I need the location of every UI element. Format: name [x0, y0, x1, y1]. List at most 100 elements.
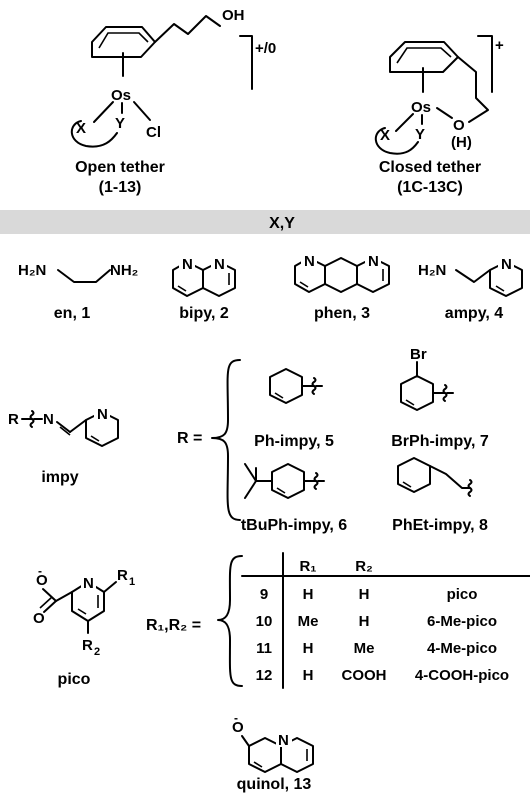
phen-n1: N	[304, 253, 315, 270]
closed-tether-chain	[457, 56, 489, 123]
pico-dbl-1	[77, 608, 87, 615]
sub-ph: Ph-impy, 5	[254, 368, 334, 450]
impy-r-equals: R =	[177, 430, 202, 447]
closed-os-label: Os	[411, 99, 431, 116]
table-header-r2: R₂	[355, 558, 373, 575]
brph-impy-label: BrPh-impy, 7	[391, 433, 489, 450]
open-charge-bracket	[239, 35, 253, 90]
closed-x-label: X	[380, 127, 390, 144]
bipy-n1: N	[182, 256, 193, 273]
phet-impy-label: PhEt-impy, 8	[392, 517, 488, 534]
impy-r-wavy	[29, 410, 35, 428]
pico-r1-sub: 1	[129, 576, 135, 588]
table-row-id: 9	[260, 586, 268, 603]
table-row-r1: H	[303, 586, 314, 603]
tbuph-impy-label: tBuPh-impy, 6	[241, 517, 347, 534]
pico-o-minus: O	[36, 572, 48, 589]
open-os-label: Os	[111, 87, 131, 104]
pico-o: O	[33, 610, 45, 627]
table-row-name: 4-COOH-pico	[415, 667, 509, 684]
open-os-cl-bond	[133, 101, 151, 121]
open-cl-label: Cl	[146, 124, 161, 141]
tbuph-ring	[271, 463, 305, 499]
brph-br: Br	[410, 346, 427, 363]
table-header-r1: R₁	[299, 558, 316, 575]
phen-n2: N	[368, 253, 379, 270]
table-row-id: 12	[256, 667, 273, 684]
ligand-ampy: H₂N N ampy, 4	[418, 255, 523, 322]
closed-h-label: (H)	[451, 134, 472, 151]
table-row-r1: H	[303, 640, 314, 657]
closed-tether-name: Closed tether	[379, 159, 481, 176]
tbu-me-1	[244, 463, 257, 482]
tbuph-wavy	[313, 472, 319, 490]
pico-c-ring	[55, 591, 73, 602]
tbuph-dbl	[276, 487, 286, 494]
ligand-quinol: O - N quinol, 13	[232, 711, 314, 793]
closed-xy-chelate-arc	[374, 127, 419, 155]
phen-n2-bg	[365, 252, 381, 268]
pico-r1-bond	[103, 581, 117, 593]
table-row-id: 10	[256, 613, 273, 630]
ligand-bipy: N N bipy, 2	[172, 255, 236, 322]
phet-dbl	[402, 481, 412, 488]
ampy-n: N	[501, 256, 512, 273]
brph-ring	[400, 375, 434, 411]
pico-r2-sub: 2	[94, 646, 100, 658]
impy-n-bg	[94, 405, 110, 421]
ampy-n-bg	[498, 255, 514, 271]
bipy-dbl-1	[177, 285, 187, 292]
bipy-n2-bg	[211, 255, 227, 271]
open-tether-chain	[154, 15, 221, 43]
impy-pyridine-n: N	[97, 406, 108, 423]
quinol-o: O	[232, 719, 244, 736]
pico-co-dbl-2	[39, 596, 53, 609]
phet-wavy	[467, 479, 473, 497]
phen-n1-bg	[301, 252, 317, 268]
pico-co-dbl-1	[43, 600, 57, 613]
en-backbone	[57, 269, 111, 283]
impy-cn-1	[56, 421, 71, 433]
sub-phet: PhEt-impy, 8	[392, 457, 488, 534]
closed-os-x-bond	[395, 113, 414, 132]
en-label: en, 1	[54, 305, 91, 322]
ampy-nh2: H₂N	[418, 262, 446, 279]
open-arene-ring	[91, 26, 156, 58]
ph-impy-label: Ph-impy, 5	[254, 433, 334, 450]
quinol-co-bond	[241, 735, 250, 747]
table-row-r2: H	[359, 586, 370, 603]
table-row-r2: COOH	[342, 667, 387, 684]
open-tether-complex: OH Os X Y Cl +/0 Open tether (1-13)	[70, 7, 276, 196]
section-header-bar	[0, 210, 530, 234]
closed-charge-bracket	[477, 35, 493, 93]
quinol-n-bg	[276, 731, 292, 747]
open-y-label: Y	[115, 115, 125, 132]
open-charge-label: +/0	[255, 40, 276, 57]
phen-label: phen, 3	[314, 305, 370, 322]
sub-brph: Br BrPh-impy, 7	[391, 346, 489, 450]
impy-cn-2	[59, 426, 71, 436]
quinol-ring-right	[280, 737, 314, 773]
ampy-dbl	[495, 285, 505, 292]
phen-ring-mid	[324, 257, 358, 293]
open-oh-label: OH	[222, 7, 245, 24]
pico-r-equals: R₁,R₂ =	[146, 617, 201, 634]
phen-dbl-1	[299, 281, 309, 288]
impy-ch-ring	[69, 419, 87, 433]
open-xy-chelate-arc	[70, 120, 118, 148]
bipy-label: bipy, 2	[179, 305, 229, 322]
ph-ring	[269, 368, 303, 404]
quinol-dbl-1	[253, 761, 263, 768]
pico-brace	[217, 555, 243, 687]
pico-r2: R	[82, 637, 93, 654]
sub-tbuph: tBuPh-impy, 6	[241, 463, 347, 534]
table-row-name: pico	[447, 586, 478, 603]
phet-chain	[429, 465, 471, 489]
pico-o-charge: -	[38, 564, 42, 578]
open-tether-range: (1-13)	[99, 179, 142, 196]
pico-table: R₁ R₂ 9 H H pico 10 Me H 6-Me-pico 11 H …	[241, 552, 530, 689]
impy-imine-n: N	[43, 411, 54, 428]
en-nh2-left: H₂N	[18, 262, 46, 279]
bipy-n1-bg	[179, 255, 195, 271]
open-tether-name: Open tether	[75, 159, 165, 176]
